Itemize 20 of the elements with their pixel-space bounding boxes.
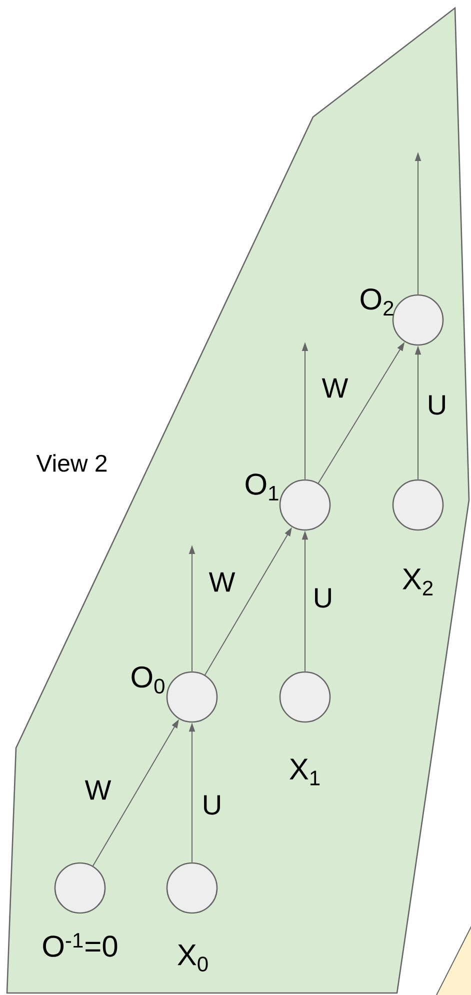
node-circle (166, 862, 218, 914)
node-circle (392, 479, 444, 531)
edge-label: U (204, 795, 220, 815)
edge-label: U (429, 395, 445, 415)
node-circle (392, 294, 444, 346)
node-label: O$^{-1}$=0 (43, 933, 118, 957)
edge-label: W (322, 378, 348, 398)
edge-label: W (208, 572, 236, 592)
edge-label: U (315, 588, 331, 608)
node-circle (279, 671, 331, 723)
edge-label: W (84, 780, 112, 800)
node-label: X$_{0}$ (178, 944, 208, 972)
node-label: O$_{0}$ (132, 666, 164, 694)
node-label: X$_{2}$ (402, 568, 433, 596)
node-label: X$_{1}$ (290, 758, 320, 786)
node-circle (166, 671, 218, 723)
node-circle (54, 862, 106, 914)
node-circle (279, 479, 331, 531)
node-label: O$_{2}$ (360, 288, 394, 316)
node-label: O$_{1}$ (246, 474, 278, 500)
